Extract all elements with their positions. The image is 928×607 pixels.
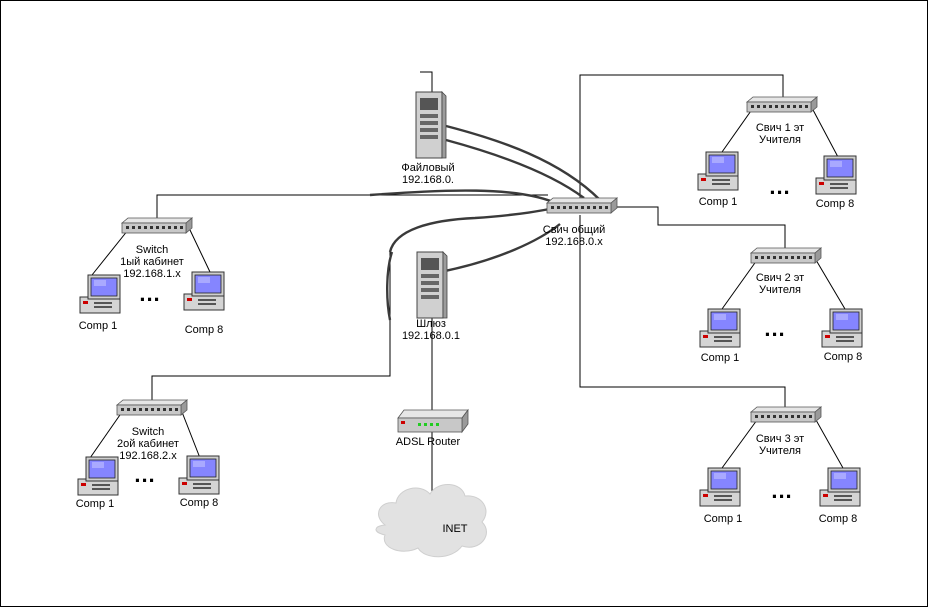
room2-room-name: 2ой кабинет [117,438,179,450]
floor3-comp8-icon [819,467,861,507]
floor1-comp1-icon [697,151,739,191]
internet-label: INET [442,523,468,535]
floor1-switch-role: Учителя [759,134,801,146]
floor1-switch-label: Свич 1 эт Учителя [756,122,804,146]
gateway-name: Шлюз [416,318,446,330]
file-server-icon [415,91,447,159]
router-label: ADSL Router [395,436,461,448]
room1-switch-label: Switch 1ый кабинет 192.168.1.x [120,244,184,280]
room2-subnet: 192.168.2.x [119,450,177,462]
core-switch-label: Свич общий 192.168.0.x [543,224,605,248]
gateway-label: Шлюз 192.168.0.1 [402,318,460,342]
file-server-ip: 192.168.0. [402,174,454,186]
router-icon [397,408,469,434]
file-server-name: Файловый [401,162,455,174]
floor2-switch-role: Учителя [759,284,801,296]
floor3-comp8-label: Comp 8 [818,513,858,525]
room2-comp1-label: Comp 1 [75,498,115,510]
room1-subnet: 192.168.1.x [123,268,181,280]
room1-ellipsis: ... [139,281,161,306]
floor1-comp8-icon [815,155,857,195]
room2-switch-icon [116,399,188,416]
room2-switch-label: Switch 2ой кабинет 192.168.2.x [117,426,179,462]
floor1-switch-icon [746,96,818,113]
floor2-ellipsis: ... [764,316,786,341]
room2-comp1-icon [77,456,119,496]
gateway-ip: 192.168.0.1 [401,330,461,342]
room2-ellipsis: ... [134,462,156,487]
core-switch-name: Свич общий [542,224,606,236]
floor1-comp1-label: Comp 1 [698,196,738,208]
floor2-switch-label: Свич 2 эт Учителя [756,272,804,296]
floor1-ellipsis: ... [769,174,791,199]
floor3-comp1-icon [699,467,741,507]
room1-room-name: 1ый кабинет [120,256,184,268]
floor2-comp1-icon [699,308,741,348]
room1-comp1-label: Comp 1 [78,320,118,332]
core-switch-subnet: 192.168.0.x [545,236,603,248]
room2-comp8-label: Comp 8 [179,497,219,509]
floor3-switch-name: Свич 3 эт [755,433,805,445]
floor1-switch-name: Свич 1 эт [755,122,805,134]
floor3-comp1-label: Comp 1 [703,513,743,525]
floor1-comp8-label: Comp 8 [815,198,855,210]
floor2-comp8-label: Comp 8 [823,351,863,363]
core-switch-icon [546,197,618,214]
room2-comp8-icon [178,455,220,495]
floor3-switch-icon [750,406,822,423]
room1-switch-name: Switch [135,244,169,256]
floor2-comp1-label: Comp 1 [700,352,740,364]
gateway-server-icon [416,251,448,319]
internet-cloud [375,484,487,558]
room1-switch-icon [121,217,193,234]
floor3-switch-role: Учителя [759,445,801,457]
floor3-ellipsis: ... [771,478,793,503]
room1-comp8-label: Comp 8 [184,324,224,336]
room1-comp1-icon [79,274,121,314]
floor3-switch-label: Свич 3 эт Учителя [756,433,804,457]
file-server-label: Файловый 192.168.0. [401,162,454,186]
floor2-switch-name: Свич 2 эт [755,272,805,284]
room1-comp8-icon [183,271,225,311]
room2-switch-name: Switch [131,426,165,438]
floor2-switch-icon [750,247,822,264]
floor2-comp8-icon [821,308,863,348]
